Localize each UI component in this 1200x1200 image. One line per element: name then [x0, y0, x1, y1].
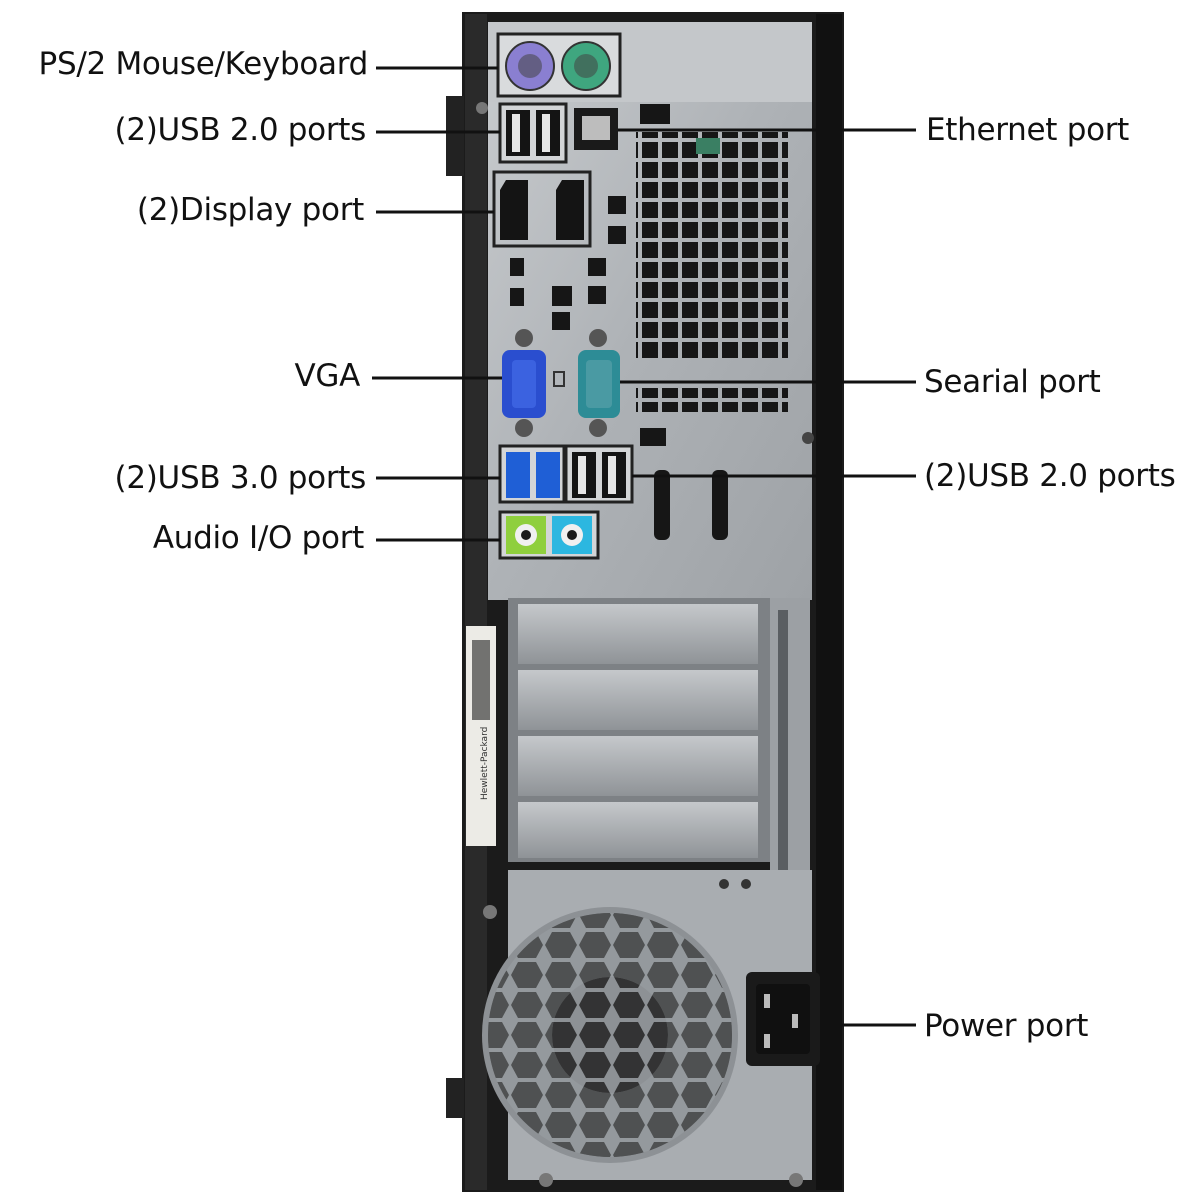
label-display-port: (2)Display port — [136, 192, 364, 228]
power-supply — [482, 870, 820, 1187]
label-audio: Audio I/O port — [152, 520, 364, 556]
leader-lines — [372, 66, 916, 1027]
label-usb20-top: (2)USB 2.0 ports — [114, 112, 367, 148]
label-vga: VGA — [294, 358, 360, 394]
usb20-top-ports — [498, 102, 568, 164]
usb-bottom-ports — [498, 444, 634, 504]
label-usb20-bottom: (2)USB 2.0 ports — [924, 458, 1176, 494]
label-ps2: PS/2 Mouse/Keyboard — [38, 46, 369, 82]
ps2-ports — [496, 32, 622, 98]
serial-label-sticker: Hewlett-Packard — [466, 626, 496, 846]
label-power: Power port — [924, 1008, 1089, 1044]
label-serial: Searial port — [924, 364, 1101, 400]
expansion-slots — [508, 598, 810, 888]
brand-label: Hewlett-Packard — [480, 727, 490, 800]
audio-ports — [498, 510, 600, 560]
ethernet-port-graphic — [574, 108, 618, 150]
vga-port-graphic — [502, 329, 546, 437]
label-ethernet: Ethernet port — [926, 112, 1130, 148]
serial-port-graphic — [553, 329, 620, 437]
label-usb30: (2)USB 3.0 ports — [114, 460, 367, 496]
display-ports — [492, 170, 592, 248]
